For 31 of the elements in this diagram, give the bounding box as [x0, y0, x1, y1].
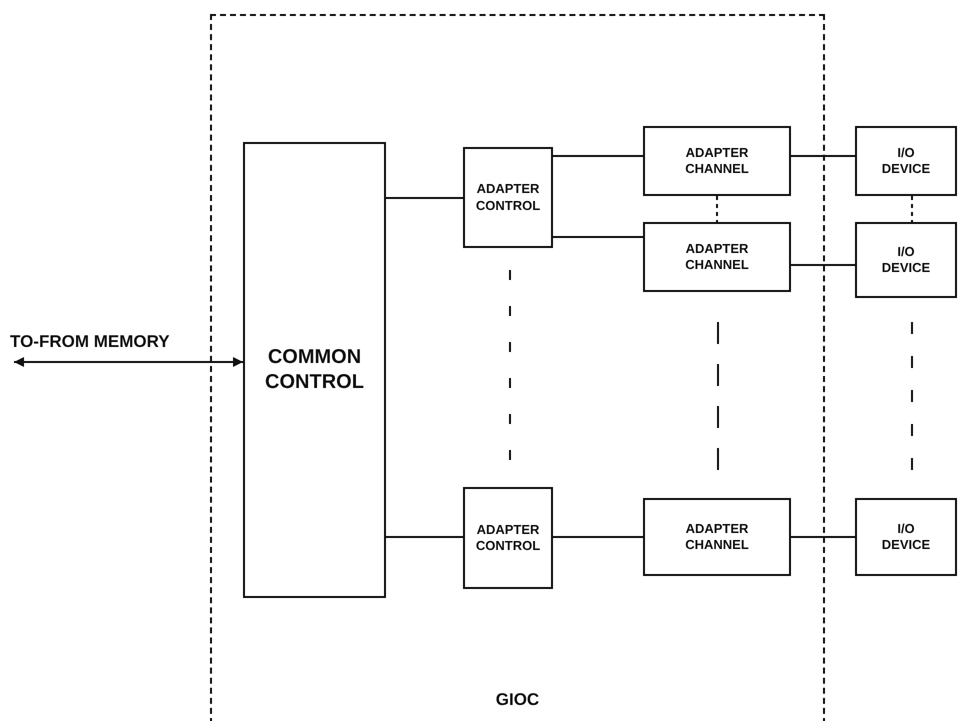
- block-box: [643, 498, 791, 576]
- connector-line: [386, 536, 463, 538]
- connector-line: [911, 196, 913, 222]
- connector-line: [386, 197, 463, 199]
- connector-line: [716, 196, 718, 222]
- block-box: [643, 222, 791, 292]
- connector-line: [553, 155, 643, 157]
- block-box: [855, 498, 957, 576]
- connector-line: [791, 536, 855, 538]
- box-label: GIOC: [496, 688, 540, 710]
- box-label: I/O DEVICE: [881, 520, 931, 554]
- block-box: [643, 126, 791, 196]
- block-box: [463, 487, 553, 589]
- box-label: ADAPTER CHANNEL: [684, 240, 750, 274]
- box-label: I/O DEVICE: [881, 144, 931, 178]
- block-box: [243, 142, 386, 598]
- box-label: COMMON CONTROL: [264, 345, 365, 395]
- connector-line: [791, 264, 855, 266]
- block-box: [855, 222, 957, 298]
- arrow: [14, 357, 243, 367]
- box-label: ADAPTER CONTROL: [474, 181, 542, 214]
- block-box: [855, 126, 957, 196]
- dashed-region: [210, 14, 825, 721]
- connector-line: [791, 155, 855, 157]
- box-label: ADAPTER CONTROL: [474, 522, 542, 554]
- connector-line: [553, 536, 643, 538]
- block-box: [463, 147, 553, 248]
- connector-line: [553, 236, 643, 238]
- box-label: ADAPTER CHANNEL: [684, 520, 750, 554]
- box-label: I/O DEVICE: [881, 244, 931, 276]
- box-label: ADAPTER CHANNEL: [684, 144, 750, 178]
